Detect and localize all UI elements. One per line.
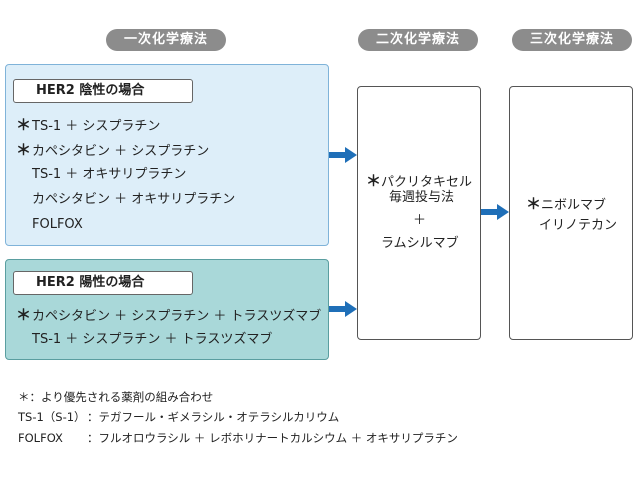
second-line-drug-2: ラムシルマブ [381, 236, 459, 251]
her2-positive-regimen-text: TS-1 ＋ シスプラチン ＋ トラスツズマブ [32, 332, 273, 347]
stage-third-pill: 三次化学療法 [512, 29, 632, 51]
her2-negative-regimen: カペシタビン ＋ オキサリプラチン [16, 192, 235, 208]
her2-negative-heading: HER2 陰性の場合 [13, 79, 193, 103]
her2-negative-regimen-text: TS-1 ＋ オキサリプラチン [32, 167, 187, 182]
her2-negative-regimen: ＊カペシタビン ＋ シスプラチン [16, 142, 209, 160]
note-star: ＊：より優先される薬剤の組み合わせ [18, 390, 214, 404]
arrow-right-icon [481, 204, 509, 220]
her2-negative-regimen: TS-1 ＋ オキサリプラチン [16, 167, 186, 183]
second-line-drug-1b: 毎週投与法 [389, 190, 455, 205]
note-folfox-text: ：フルオロウラシル ＋ レボホリナートカルシウム ＋ オキサリプラチン [87, 431, 458, 445]
third-line-box [509, 86, 633, 340]
second-line-drug-1: ＊パクリタキセル [366, 172, 473, 190]
priority-star-mark: ＊ [16, 116, 32, 134]
note-ts1-text: ：テガフール・ギメラシル・オテラシルカリウム [87, 410, 340, 424]
arrow-right-icon [329, 147, 357, 163]
second-line-plus: ＋ [413, 213, 427, 228]
her2-negative-regimen-text: FOLFOX [32, 217, 83, 232]
note-ts1-label: TS-1（S-1） [18, 410, 86, 424]
priority-star-mark: ＊ [16, 306, 32, 324]
second-line-box [357, 86, 481, 340]
her2-positive-regimen: TS-1 ＋ シスプラチン ＋ トラスツズマブ [16, 332, 272, 348]
arrow-right-icon [329, 301, 357, 317]
stage-second-pill: 二次化学療法 [358, 29, 478, 51]
her2-positive-regimen: ＊カペシタビン ＋ シスプラチン ＋ トラスツズマブ [16, 307, 321, 325]
her2-negative-regimen-text: TS-1 ＋ シスプラチン [32, 119, 161, 134]
priority-star-mark: ＊ [16, 141, 32, 159]
her2-negative-regimen-text: カペシタビン ＋ シスプラチン [32, 144, 210, 159]
her2-positive-heading: HER2 陽性の場合 [13, 271, 193, 295]
stage-first-pill: 一次化学療法 [106, 29, 226, 51]
her2-negative-regimen: FOLFOX [16, 217, 83, 233]
her2-negative-regimen-text: カペシタビン ＋ オキサリプラチン [32, 192, 236, 207]
her2-positive-regimen-text: カペシタビン ＋ シスプラチン ＋ トラスツズマブ [32, 309, 322, 324]
third-line-drug-1: ＊ニボルマブ [526, 195, 607, 213]
third-line-drug-2: イリノテカン [539, 218, 618, 233]
note-folfox-label: FOLFOX [18, 431, 63, 445]
her2-negative-regimen: ＊TS-1 ＋ シスプラチン [16, 117, 160, 135]
